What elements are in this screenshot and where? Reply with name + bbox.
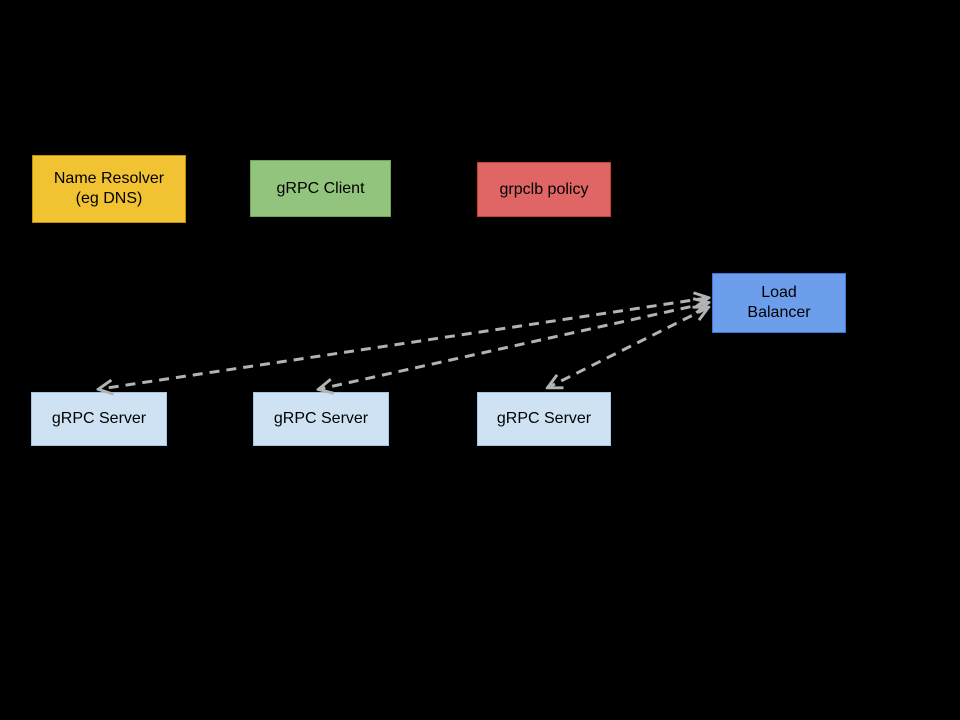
node-grpc-server-3: gRPC Server [477,392,611,446]
node-grpc-server-2: gRPC Server [253,392,389,446]
node-grpc-client: gRPC Client [250,160,391,217]
edge-loadbalancer-to-server2 [320,303,707,389]
edge-loadbalancer-to-server1 [100,298,707,389]
edge-loadbalancer-to-server3 [549,308,707,387]
node-name-resolver: Name Resolver (eg DNS) [32,155,186,223]
node-grpclb-policy: grpclb policy [477,162,611,217]
node-load-balancer: Load Balancer [712,273,846,333]
node-grpc-server-1: gRPC Server [31,392,167,446]
